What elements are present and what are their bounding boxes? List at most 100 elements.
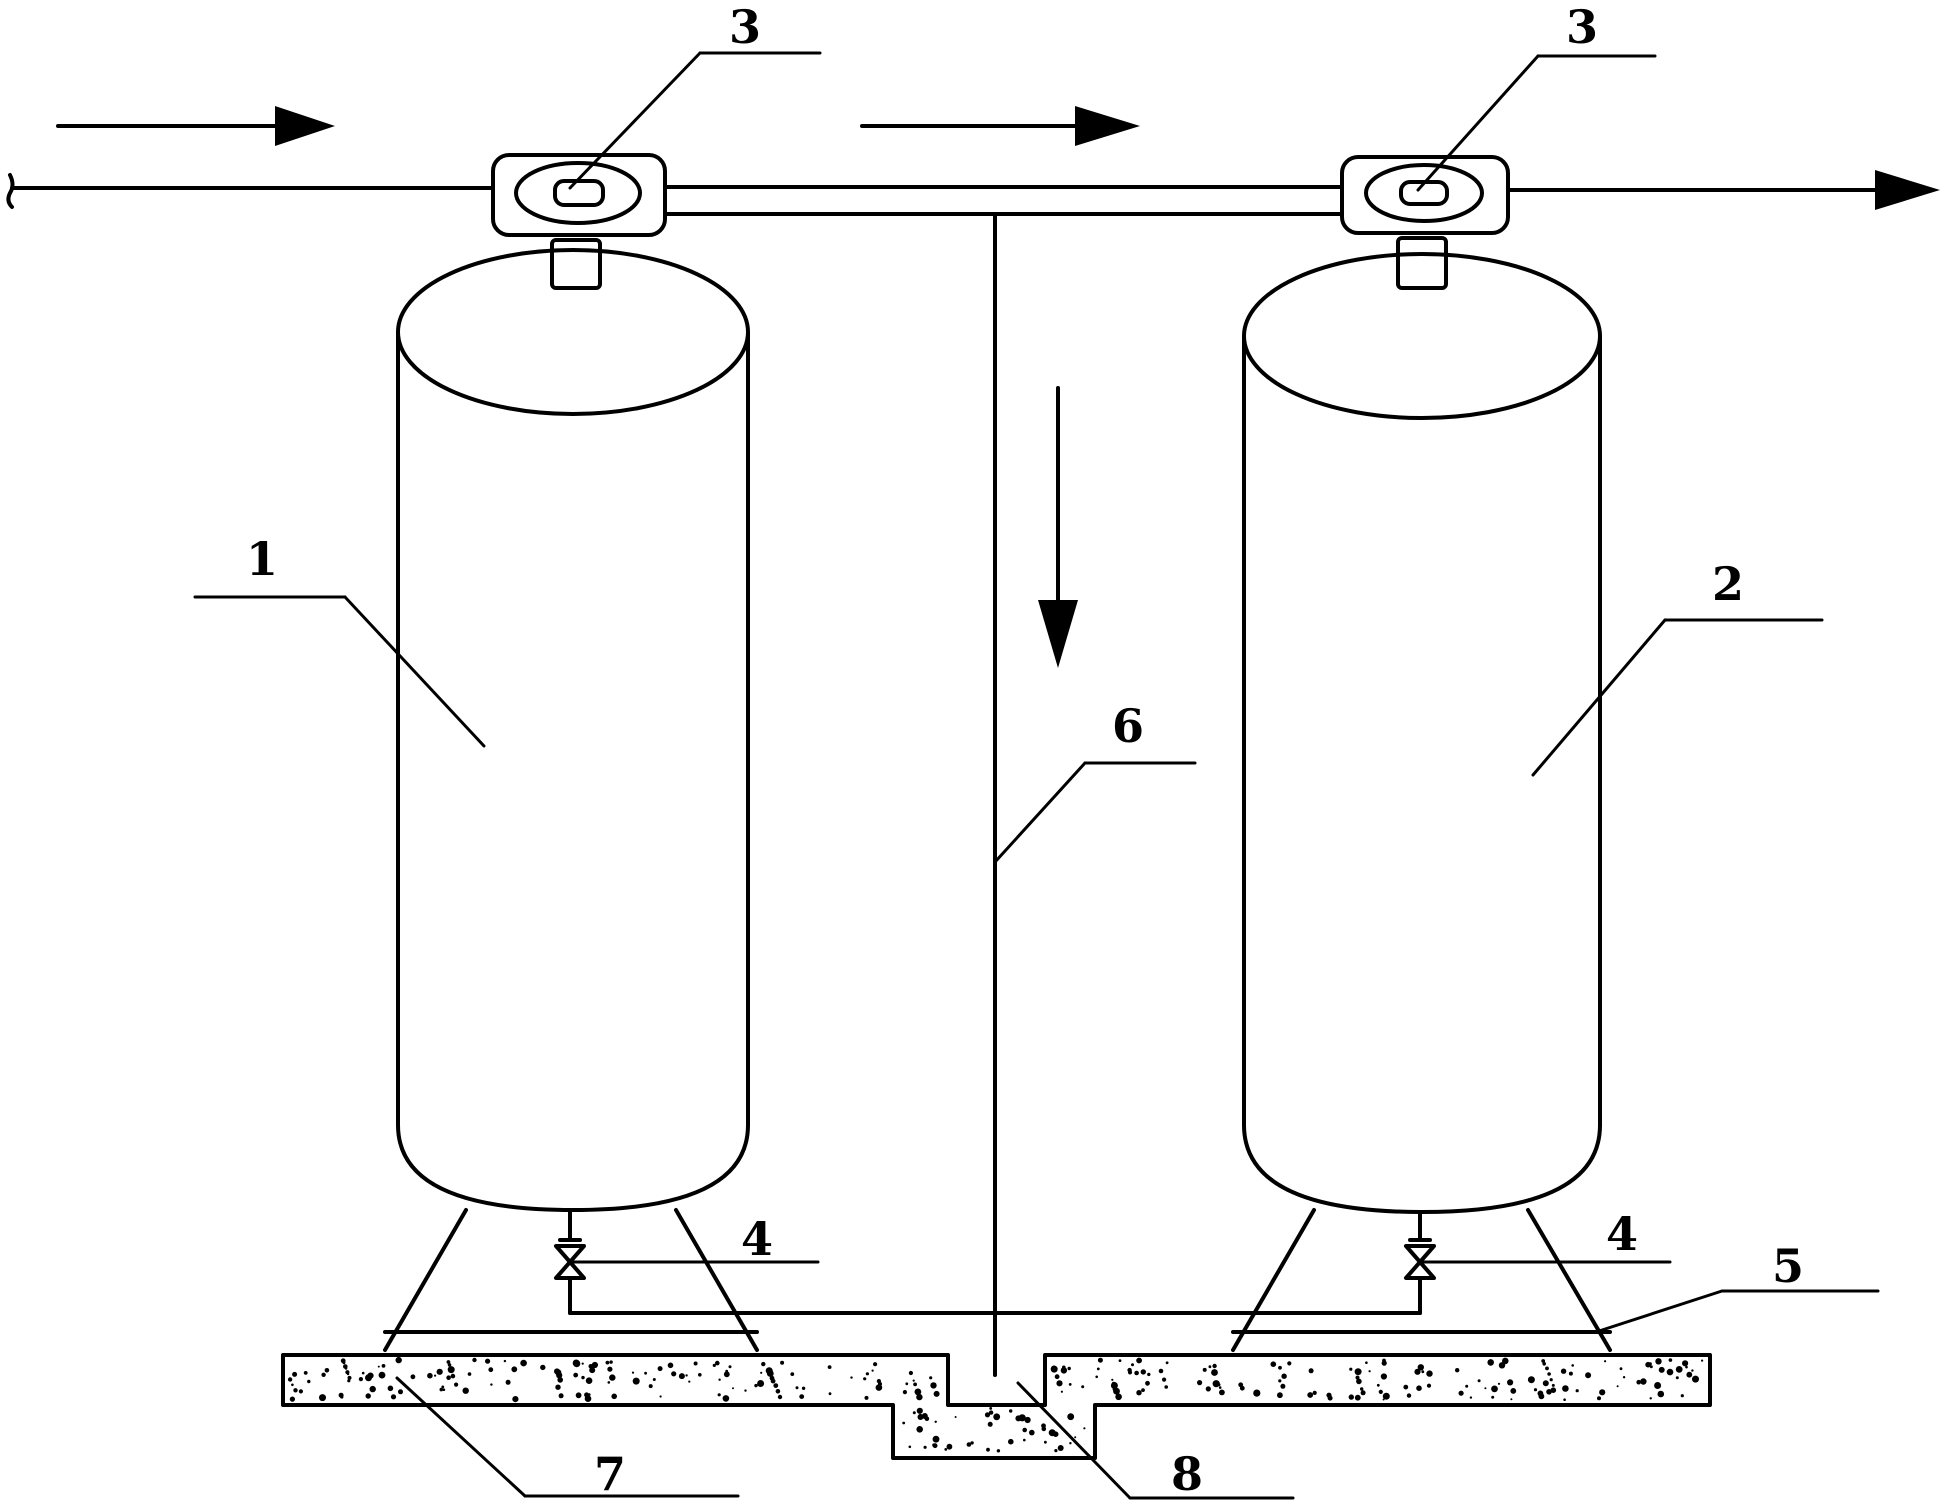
texture-speck bbox=[1218, 1386, 1222, 1389]
texture-speck bbox=[307, 1379, 311, 1384]
texture-speck bbox=[1307, 1392, 1314, 1398]
texture-speck bbox=[439, 1387, 444, 1392]
texture-speck bbox=[1527, 1376, 1535, 1384]
texture-speck bbox=[589, 1367, 596, 1374]
texture-speck bbox=[929, 1376, 933, 1380]
texture-speck bbox=[932, 1385, 936, 1388]
texture-speck bbox=[1585, 1372, 1592, 1379]
texture-speck bbox=[1134, 1370, 1139, 1376]
texture-speck bbox=[319, 1394, 326, 1402]
texture-speck bbox=[1096, 1367, 1100, 1371]
texture-speck bbox=[520, 1359, 527, 1367]
texture-speck bbox=[757, 1380, 765, 1387]
texture-speck bbox=[1382, 1358, 1386, 1363]
texture-speck bbox=[970, 1441, 974, 1445]
texture-speck bbox=[581, 1362, 584, 1365]
texture-speck bbox=[1491, 1385, 1498, 1393]
texture-speck bbox=[718, 1378, 721, 1381]
texture-speck bbox=[1510, 1398, 1513, 1401]
texture-speck bbox=[1110, 1382, 1118, 1389]
texture-speck bbox=[1068, 1383, 1072, 1386]
texture-speck bbox=[728, 1365, 732, 1369]
texture-speck bbox=[1041, 1426, 1047, 1432]
texture-speck bbox=[932, 1435, 940, 1443]
texture-speck bbox=[1550, 1387, 1557, 1393]
texture-speck bbox=[1095, 1375, 1098, 1379]
label-vertical-pipe: 6 bbox=[1112, 699, 1144, 753]
texture-speck bbox=[732, 1387, 734, 1390]
texture-speck bbox=[777, 1394, 783, 1400]
texture-speck bbox=[1097, 1357, 1103, 1363]
texture-speck bbox=[381, 1364, 386, 1368]
texture-speck bbox=[761, 1361, 766, 1367]
texture-speck bbox=[1050, 1365, 1058, 1373]
texture-speck bbox=[1029, 1429, 1035, 1436]
texture-speck bbox=[610, 1375, 616, 1381]
label-drain-pit: 8 bbox=[1171, 1447, 1203, 1501]
texture-speck bbox=[1118, 1359, 1122, 1362]
label-foundation: 7 bbox=[594, 1447, 626, 1501]
texture-speck bbox=[871, 1369, 874, 1372]
texture-speck bbox=[298, 1389, 303, 1394]
texture-speck bbox=[966, 1442, 972, 1447]
texture-speck bbox=[1253, 1389, 1261, 1397]
texture-speck bbox=[344, 1367, 348, 1370]
texture-speck bbox=[1599, 1389, 1606, 1396]
texture-speck bbox=[1686, 1371, 1693, 1378]
texture-speck bbox=[799, 1394, 805, 1399]
texture-speck bbox=[1487, 1359, 1494, 1366]
texture-speck bbox=[387, 1385, 394, 1392]
texture-speck bbox=[1111, 1378, 1114, 1381]
texture-speck bbox=[1018, 1414, 1026, 1422]
texture-speck bbox=[1616, 1385, 1619, 1388]
texture-speck bbox=[321, 1372, 326, 1378]
texture-speck bbox=[946, 1443, 953, 1450]
texture-speck bbox=[723, 1371, 730, 1378]
texture-speck bbox=[1349, 1367, 1353, 1371]
texture-speck bbox=[1165, 1361, 1169, 1365]
texture-speck bbox=[1368, 1370, 1371, 1373]
texture-speck bbox=[648, 1384, 653, 1389]
texture-speck bbox=[573, 1372, 579, 1378]
texture-speck bbox=[358, 1377, 363, 1382]
texture-speck bbox=[902, 1421, 906, 1425]
texture-speck bbox=[467, 1372, 472, 1376]
texture-speck bbox=[863, 1377, 867, 1381]
texture-speck bbox=[342, 1361, 346, 1365]
texture-speck bbox=[908, 1370, 914, 1376]
texture-speck bbox=[1546, 1389, 1552, 1395]
label-drain-pipe: 5 bbox=[1772, 1239, 1804, 1293]
drain-valve-left bbox=[554, 1208, 586, 1315]
texture-speck bbox=[1657, 1390, 1665, 1398]
texture-speck bbox=[1356, 1378, 1362, 1385]
texture-speck bbox=[1675, 1366, 1683, 1373]
texture-speck bbox=[1403, 1384, 1409, 1390]
texture-speck bbox=[367, 1372, 374, 1379]
texture-speck bbox=[581, 1375, 585, 1380]
texture-speck bbox=[347, 1379, 351, 1383]
texture-speck bbox=[447, 1363, 452, 1367]
texture-speck bbox=[1141, 1388, 1145, 1392]
texture-speck bbox=[1365, 1361, 1368, 1364]
texture-speck bbox=[1654, 1382, 1662, 1389]
texture-speck bbox=[398, 1389, 403, 1395]
texture-speck bbox=[558, 1393, 564, 1399]
texture-speck bbox=[1211, 1369, 1218, 1376]
texture-speck bbox=[632, 1377, 640, 1385]
texture-speck bbox=[688, 1380, 691, 1383]
texture-speck bbox=[1406, 1393, 1412, 1398]
texture-speck bbox=[369, 1385, 376, 1393]
texture-speck bbox=[395, 1356, 402, 1364]
label-valve-head-right: 3 bbox=[1566, 0, 1598, 54]
texture-speck bbox=[557, 1377, 563, 1383]
texture-speck bbox=[1680, 1394, 1684, 1398]
texture-speck bbox=[828, 1392, 832, 1396]
texture-speck bbox=[1115, 1393, 1122, 1401]
texture-speck bbox=[1056, 1380, 1063, 1387]
texture-speck bbox=[1140, 1369, 1147, 1375]
texture-speck bbox=[659, 1395, 662, 1398]
texture-speck bbox=[1619, 1367, 1623, 1371]
texture-speck bbox=[1378, 1389, 1383, 1394]
texture-speck bbox=[1208, 1365, 1212, 1369]
texture-speck bbox=[766, 1370, 774, 1377]
